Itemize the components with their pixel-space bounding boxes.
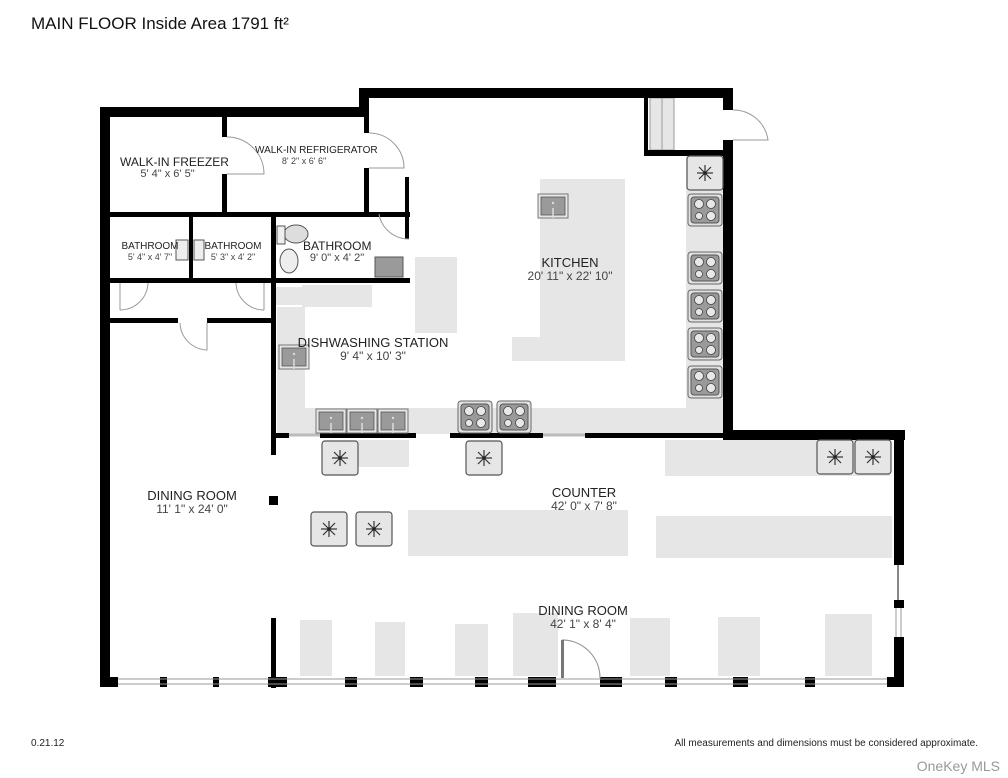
room-label-dishwashing-station: DISHWASHING STATION 9' 4" x 10' 3": [297, 335, 449, 363]
room-label-kitchen: KITCHEN 20' 11" x 22' 10": [527, 255, 613, 283]
room-label-walk-in-freezer: WALK-IN FREEZER 5' 4" x 6' 5": [120, 155, 229, 180]
walls: [100, 88, 905, 688]
kitchen-sink: [537, 193, 569, 219]
room-label-dining-room-2: DINING ROOM 42' 1" x 8' 4": [538, 603, 628, 631]
windows: [118, 433, 902, 685]
room-label-dining-room-1: DINING ROOM 11' 1" x 24' 0": [147, 488, 237, 516]
disclaimer: All measurements and dimensions must be …: [674, 738, 979, 749]
doors: [119, 109, 769, 679]
room-label-walk-in-refrigerator: WALK-IN REFRIGERATOR 8' 2" x 6' 6": [255, 145, 378, 166]
version-label: 0.21.12: [31, 738, 65, 749]
brand-watermark: OneKey MLS: [916, 758, 1000, 774]
room-label-bathroom-1: BATHROOM 5' 4" x 4' 7": [121, 241, 179, 262]
room-label-counter: COUNTER 42' 0" x 7' 8": [551, 485, 617, 513]
room-label-bathroom-3: BATHROOM 9' 0" x 4' 2": [303, 239, 372, 264]
bathroom-fixtures: [175, 224, 404, 278]
room-label-bathroom-2: BATHROOM 5' 3" x 4' 2": [204, 241, 262, 262]
floor-title: MAIN FLOOR Inside Area 1791 ft²: [31, 14, 289, 33]
